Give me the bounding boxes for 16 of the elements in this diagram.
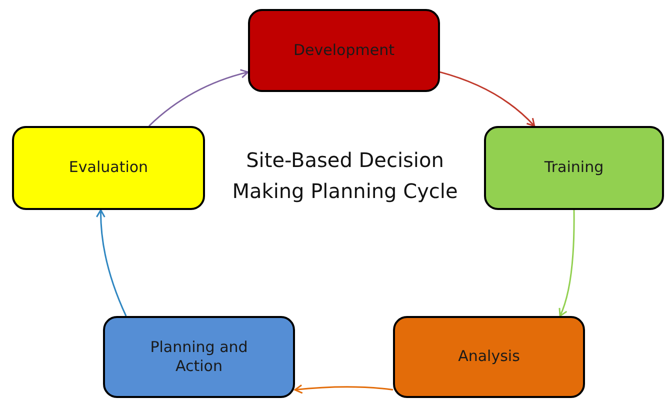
process-box xyxy=(103,316,295,398)
process-box xyxy=(248,9,440,92)
box-label: Training xyxy=(544,158,604,178)
curved-arrow xyxy=(294,384,394,394)
curved-arrow xyxy=(440,71,536,127)
curved-arrow xyxy=(148,69,249,127)
box-label: Evaluation xyxy=(68,158,148,178)
box-label: Analysis xyxy=(458,347,520,367)
process-box xyxy=(484,126,664,210)
curved-arrow xyxy=(96,209,127,316)
process-box xyxy=(393,316,585,398)
process-box xyxy=(12,126,205,210)
curved-arrow xyxy=(558,210,575,317)
diagram-title: Site-Based Decision Making Planning Cycle xyxy=(231,147,459,205)
box-label: Development xyxy=(294,40,394,60)
box-label: Planning and Action xyxy=(149,338,249,376)
